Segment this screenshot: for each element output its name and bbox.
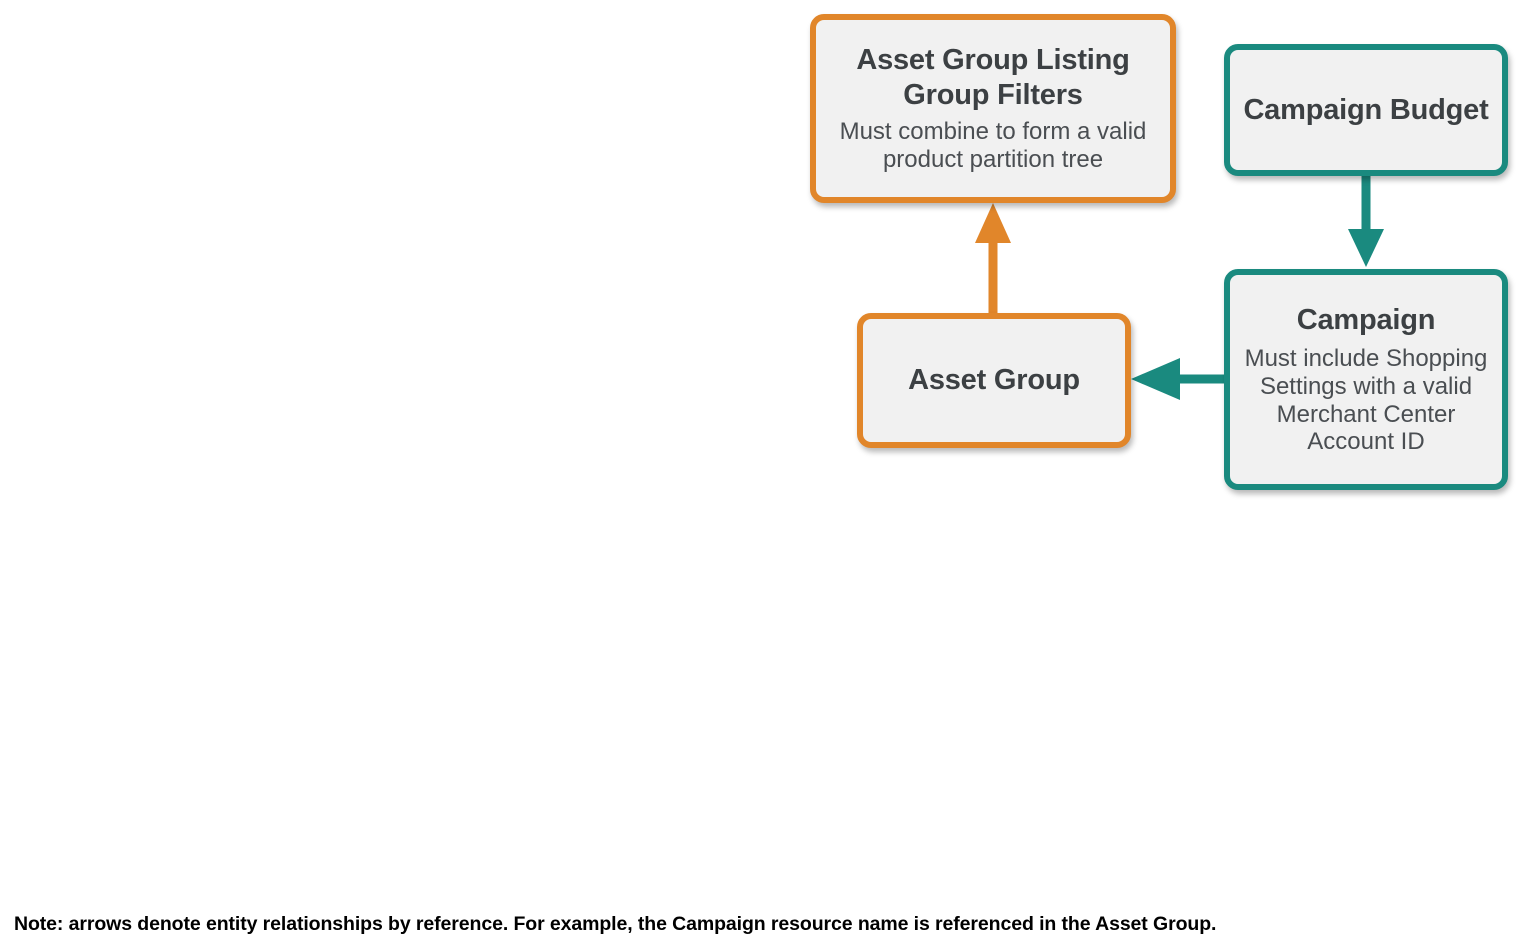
node-description-campaign: Must include Shopping Settings with a va… bbox=[1244, 344, 1488, 456]
edge-budget-to-campaign bbox=[1348, 171, 1384, 267]
arrowhead-down-teal bbox=[1348, 229, 1384, 267]
edge-campaign-to-asset-group bbox=[1131, 358, 1228, 400]
diagram-footnote: Note: arrows denote entity relationships… bbox=[14, 913, 1217, 935]
node-title-asset-group: Asset Group bbox=[908, 364, 1080, 397]
node-asset-group[interactable]: Asset Group bbox=[857, 313, 1131, 448]
node-description-asset-group-listing-group-filters: Must combine to form a valid product par… bbox=[839, 117, 1147, 173]
node-campaign[interactable]: Campaign Must include Shopping Settings … bbox=[1224, 269, 1508, 490]
arrowhead-up-orange bbox=[975, 203, 1011, 243]
node-campaign-budget[interactable]: Campaign Budget bbox=[1224, 44, 1508, 176]
arrowhead-left-teal bbox=[1131, 358, 1180, 400]
node-title-campaign: Campaign bbox=[1296, 303, 1436, 336]
edge-asset-group-to-filters bbox=[975, 203, 1011, 318]
node-title-campaign-budget: Campaign Budget bbox=[1243, 93, 1489, 126]
node-asset-group-listing-group-filters[interactable]: Asset Group Listing Group Filters Must c… bbox=[810, 14, 1176, 203]
node-title-asset-group-listing-group-filters: Asset Group Listing Group Filters bbox=[856, 44, 1130, 111]
